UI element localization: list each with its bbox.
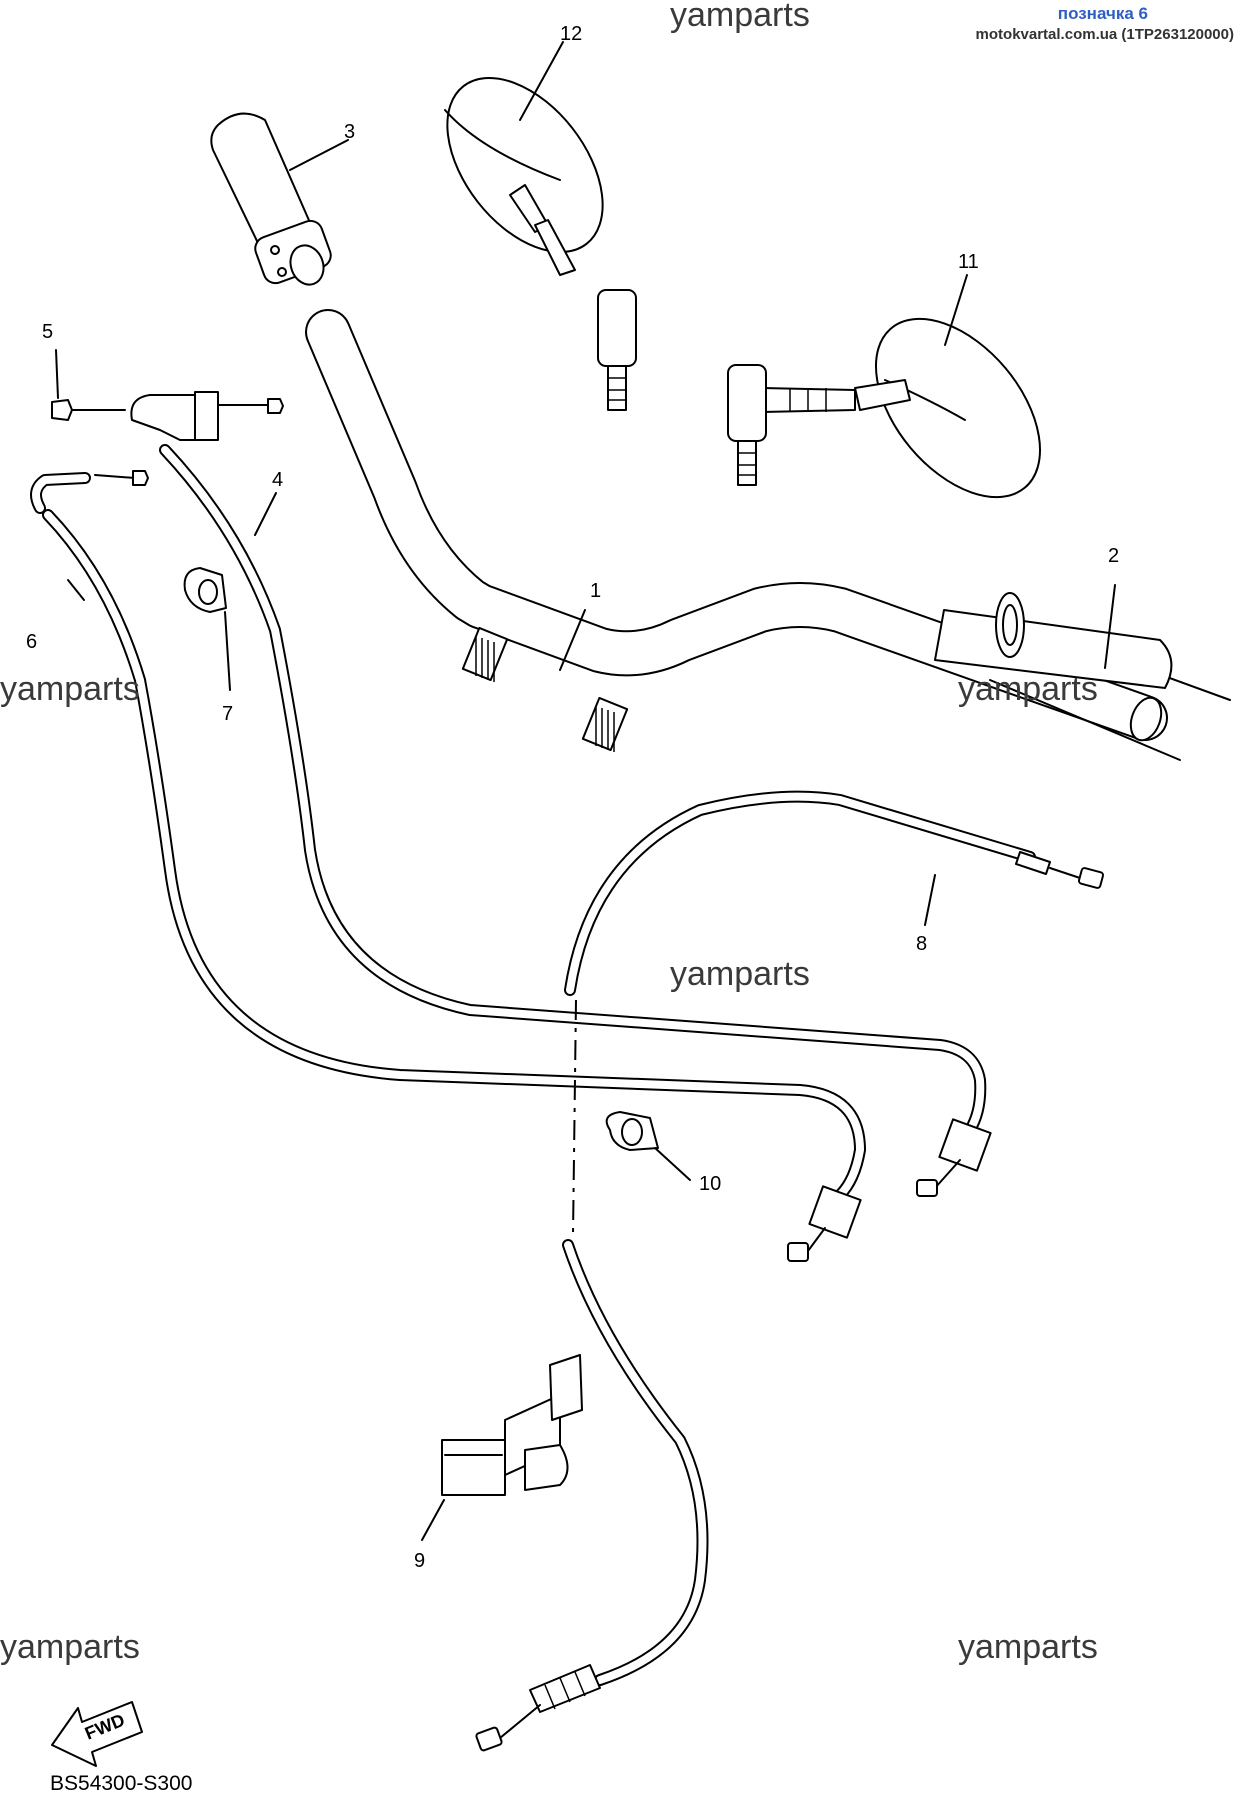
header-source: motokvartal.com.ua (1TP263120000) xyxy=(975,26,1234,43)
callout-12: 12 xyxy=(560,23,582,45)
mirror-left xyxy=(444,76,637,411)
watermark: yamparts xyxy=(958,670,1098,708)
screw xyxy=(51,399,126,421)
watermark: yamparts xyxy=(670,0,810,34)
callout-7: 7 xyxy=(222,703,233,725)
cable-clamp xyxy=(183,567,227,613)
fwd-arrow-icon: FWD xyxy=(51,1701,143,1767)
callout-10: 10 xyxy=(699,1173,721,1195)
watermark: yamparts xyxy=(670,955,810,993)
watermark: yamparts xyxy=(0,670,140,708)
callout-5: 5 xyxy=(42,321,53,343)
mirror-right xyxy=(727,317,1042,499)
diagram-code: BS54300-S300 xyxy=(50,1772,192,1795)
callout-6: 6 xyxy=(26,631,37,653)
callout-2: 2 xyxy=(1108,545,1119,567)
cable-bracket xyxy=(94,391,284,486)
leader-lines xyxy=(55,41,1116,1541)
grip-right xyxy=(934,592,1231,761)
throttle-cable-2 xyxy=(30,472,866,1262)
watermark: yamparts xyxy=(958,1628,1098,1666)
callout-9: 9 xyxy=(414,1550,425,1572)
knurled-section xyxy=(461,626,629,752)
callout-8: 8 xyxy=(916,933,927,955)
throttle-grip xyxy=(210,112,332,286)
callout-1: 1 xyxy=(590,580,601,602)
throttle-cable-1 xyxy=(159,444,992,1197)
clamp-assembly xyxy=(441,1354,583,1496)
watermark: yamparts xyxy=(0,1628,140,1666)
handlebar xyxy=(305,309,1168,752)
callout-11: 11 xyxy=(958,251,979,273)
cable-routing-line xyxy=(572,999,577,1236)
callout-3: 3 xyxy=(344,121,355,143)
callout-4: 4 xyxy=(272,469,283,491)
cable-holder xyxy=(605,1111,659,1151)
header-label: позначка 6 xyxy=(1057,4,1148,23)
clutch-cable xyxy=(475,790,1105,1752)
